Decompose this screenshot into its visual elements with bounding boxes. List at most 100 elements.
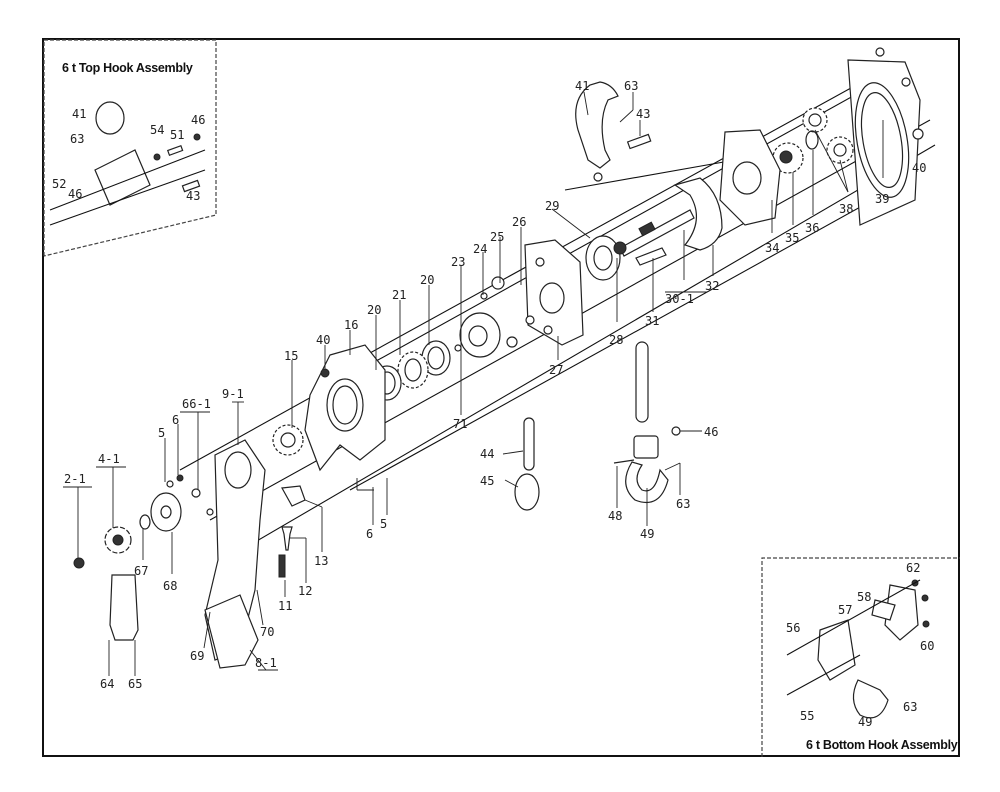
- label-9-1: 9-1: [222, 387, 244, 401]
- label-25: 25: [490, 230, 504, 244]
- label-35: 35: [785, 231, 799, 245]
- part-side-plate: [524, 239, 584, 346]
- bottom-hook-inset-border: [761, 557, 960, 757]
- label-48: 48: [608, 509, 622, 523]
- part-38-gears: [802, 107, 854, 164]
- label-62: 62: [906, 561, 920, 575]
- part-68-hand-wheel: [150, 492, 182, 532]
- part-66-1-bearing: [191, 488, 201, 498]
- part-40-nut: [912, 128, 924, 140]
- part-21-ratchet: [397, 351, 429, 389]
- part-44-load-chain: [514, 417, 540, 511]
- label-30-1: 30-1: [665, 292, 694, 306]
- label-64: 64: [100, 677, 114, 691]
- label-45: 45: [480, 474, 494, 488]
- label-46: 46: [704, 425, 718, 439]
- label-51: 51: [170, 128, 184, 142]
- label-41: 41: [575, 79, 589, 93]
- label-6: 6: [366, 527, 373, 541]
- part-6-washer: [176, 474, 184, 482]
- label-27: 27: [549, 363, 563, 377]
- label-63: 63: [676, 497, 690, 511]
- label-40: 40: [316, 333, 330, 347]
- label-40: 40: [912, 161, 926, 175]
- label-23: 23: [451, 255, 465, 269]
- label-29: 29: [545, 199, 559, 213]
- bolt-icon: [206, 508, 214, 516]
- label-71: 71: [453, 417, 467, 431]
- top-hook-assembly-title: 6 t Top Hook Assembly: [62, 61, 193, 75]
- label-63: 63: [624, 79, 638, 93]
- label-57: 57: [838, 603, 852, 617]
- part-40-nut: [320, 368, 330, 378]
- part-2-1-cap: [73, 557, 85, 569]
- part-24-ring: [480, 292, 488, 300]
- label-34: 34: [765, 241, 779, 255]
- nut-icon: [875, 47, 885, 57]
- label-38: 38: [839, 202, 853, 216]
- pawl-pin: [506, 336, 518, 348]
- part-49-bottom-hook: [625, 435, 669, 504]
- label-56: 56: [786, 621, 800, 635]
- label-46: 46: [68, 187, 82, 201]
- label-69: 69: [190, 649, 204, 663]
- label-55: 55: [800, 709, 814, 723]
- label-8-1: 8-1: [255, 656, 277, 670]
- part-30-1-shaft: [619, 209, 695, 257]
- part-39-end-cover: [847, 59, 921, 226]
- label-12: 12: [298, 584, 312, 598]
- label-43: 43: [186, 189, 200, 203]
- part-28-29-hub: [585, 235, 627, 281]
- part-41-top-hook: [575, 81, 619, 182]
- label-43: 43: [636, 107, 650, 121]
- part-11-spring: [278, 554, 286, 578]
- label-49: 49: [858, 715, 872, 729]
- part-67-ring: [139, 514, 151, 530]
- bottom-hook-inset-parts: [786, 579, 930, 719]
- label-5: 5: [158, 426, 165, 440]
- label-67: 67: [134, 564, 148, 578]
- part-16-housing: [304, 344, 386, 472]
- part-25-pawl: [491, 276, 505, 290]
- part-36-o-ring: [805, 130, 819, 150]
- part-71-ring: [454, 344, 462, 352]
- label-66-1: 66-1: [182, 397, 211, 411]
- label-28: 28: [609, 333, 623, 347]
- part-32-bracket: [673, 177, 723, 251]
- part-labels: 41 63 43 39 40 38 36 35 34 32 30-1 31 29…: [64, 79, 926, 691]
- label-63: 63: [70, 132, 84, 146]
- label-58: 58: [857, 590, 871, 604]
- stud-icon: [543, 325, 553, 335]
- leader-lines: [63, 91, 884, 676]
- part-43-pin: [626, 133, 652, 150]
- part-23-hub: [459, 312, 501, 358]
- guide-window: [224, 451, 252, 489]
- part-chain-segment: [635, 341, 649, 423]
- label-49: 49: [640, 527, 654, 541]
- label-54: 54: [150, 123, 164, 137]
- label-32: 32: [705, 279, 719, 293]
- label-46: 46: [191, 113, 205, 127]
- part-65-cover: [109, 574, 139, 641]
- label-41: 41: [72, 107, 86, 121]
- label-39: 39: [875, 192, 889, 206]
- part-4-1-nut: [104, 526, 132, 554]
- label-11: 11: [278, 599, 292, 613]
- part-34-gear-plate: [719, 129, 781, 226]
- label-13: 13: [314, 554, 328, 568]
- label-6: 6: [172, 413, 179, 427]
- label-15: 15: [284, 349, 298, 363]
- part-12-pin: [281, 526, 293, 551]
- plate-hole: [539, 282, 565, 314]
- label-2-1: 2-1: [64, 472, 86, 486]
- label-21: 21: [392, 288, 406, 302]
- label-31: 31: [645, 314, 659, 328]
- top-hook-inset-border: [43, 39, 217, 257]
- label-4-1: 4-1: [98, 452, 120, 466]
- top-hook-inset-parts: [49, 101, 206, 226]
- label-68: 68: [163, 579, 177, 593]
- label-52: 52: [52, 177, 66, 191]
- part-13-plate: [281, 485, 306, 507]
- nut-icon: [901, 77, 911, 87]
- part-46-nut: [671, 426, 681, 436]
